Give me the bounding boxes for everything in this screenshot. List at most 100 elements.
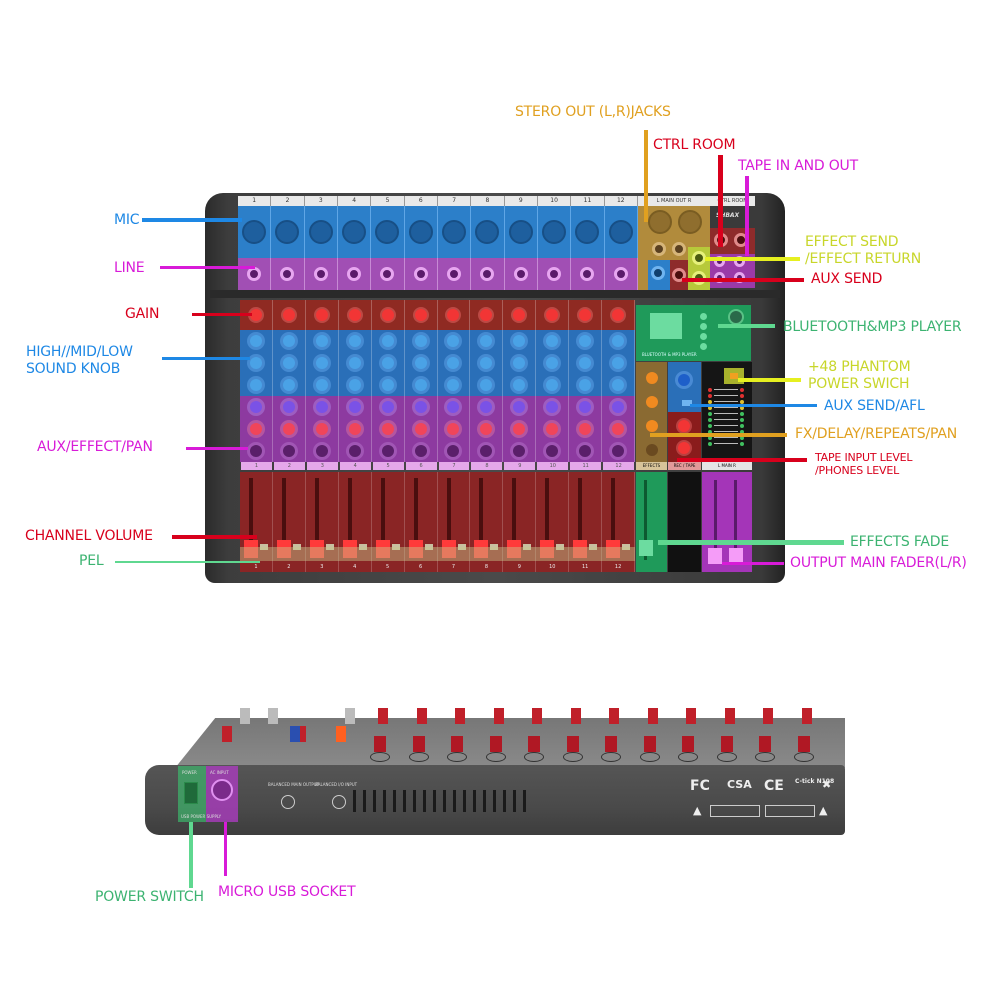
- fx-knob[interactable]: [480, 423, 493, 435]
- fx-knob[interactable]: [282, 423, 295, 435]
- pan-knob[interactable]: [282, 445, 295, 457]
- xlr-mic-input[interactable]: [475, 220, 500, 244]
- pfl-button[interactable]: [391, 544, 400, 550]
- high-eq-knob[interactable]: [315, 335, 328, 347]
- channel-fader-handle[interactable]: [408, 540, 423, 558]
- aux-knob[interactable]: [315, 401, 328, 413]
- low-eq-knob[interactable]: [480, 379, 493, 391]
- low-eq-knob[interactable]: [414, 379, 427, 391]
- pan-knob[interactable]: [480, 445, 493, 457]
- fx-knob[interactable]: [513, 423, 526, 435]
- fx-pan-knob[interactable]: [646, 444, 658, 456]
- mid-eq-knob[interactable]: [480, 357, 493, 369]
- fx-knob[interactable]: [348, 423, 361, 435]
- xlr-mic-input[interactable]: [508, 220, 533, 244]
- pfl-button[interactable]: [325, 544, 334, 550]
- gain-knob[interactable]: [447, 309, 460, 321]
- line-input-jack[interactable]: [413, 267, 428, 281]
- main-out-r-xlr[interactable]: [678, 210, 702, 234]
- fx-knob[interactable]: [546, 423, 559, 435]
- main-fader-l-handle[interactable]: [708, 548, 722, 564]
- pan-knob[interactable]: [348, 445, 361, 457]
- line-input-jack[interactable]: [613, 267, 628, 281]
- pfl-button[interactable]: [292, 544, 301, 550]
- effect-send-jack[interactable]: [692, 251, 706, 265]
- low-eq-knob[interactable]: [282, 379, 295, 391]
- aux-knob[interactable]: [348, 401, 361, 413]
- pan-knob[interactable]: [546, 445, 559, 457]
- channel-fader-handle[interactable]: [441, 540, 456, 558]
- aux-knob[interactable]: [546, 401, 559, 413]
- channel-fader-handle[interactable]: [375, 540, 390, 558]
- gain-knob[interactable]: [315, 309, 328, 321]
- channel-fader-handle[interactable]: [309, 540, 324, 558]
- line-input-jack[interactable]: [313, 267, 328, 281]
- low-eq-knob[interactable]: [315, 379, 328, 391]
- pfl-button[interactable]: [556, 544, 565, 550]
- xlr-mic-input[interactable]: [442, 220, 467, 244]
- mp3-prev-button[interactable]: [700, 323, 707, 330]
- high-eq-knob[interactable]: [414, 335, 427, 347]
- aux-knob[interactable]: [249, 401, 262, 413]
- stereo-out-l-jack[interactable]: [652, 242, 666, 256]
- fx-knob[interactable]: [249, 423, 262, 435]
- high-eq-knob[interactable]: [579, 335, 592, 347]
- xlr-mic-input[interactable]: [308, 220, 333, 244]
- pfl-button[interactable]: [358, 544, 367, 550]
- mid-eq-knob[interactable]: [282, 357, 295, 369]
- line-input-jack[interactable]: [480, 267, 495, 281]
- gain-knob[interactable]: [348, 309, 361, 321]
- fx-knob[interactable]: [447, 423, 460, 435]
- line-input-jack[interactable]: [280, 267, 295, 281]
- high-eq-knob[interactable]: [447, 335, 460, 347]
- pan-knob[interactable]: [249, 445, 262, 457]
- phantom-power-switch[interactable]: [730, 373, 738, 379]
- phones-jack[interactable]: [651, 266, 665, 280]
- high-eq-knob[interactable]: [249, 335, 262, 347]
- io-input-connector[interactable]: [332, 795, 346, 809]
- aux-knob[interactable]: [612, 401, 625, 413]
- fx-knob[interactable]: [414, 423, 427, 435]
- mid-eq-knob[interactable]: [513, 357, 526, 369]
- xlr-mic-input[interactable]: [542, 220, 567, 244]
- line-input-jack[interactable]: [580, 267, 595, 281]
- afl-button[interactable]: [682, 400, 692, 406]
- pfl-button[interactable]: [490, 544, 499, 550]
- mid-eq-knob[interactable]: [546, 357, 559, 369]
- pan-knob[interactable]: [579, 445, 592, 457]
- xlr-mic-input[interactable]: [375, 220, 400, 244]
- fx-knob[interactable]: [612, 423, 625, 435]
- gain-knob[interactable]: [612, 309, 625, 321]
- low-eq-knob[interactable]: [612, 379, 625, 391]
- pfl-button[interactable]: [622, 544, 631, 550]
- xlr-mic-input[interactable]: [242, 220, 267, 244]
- mid-eq-knob[interactable]: [249, 357, 262, 369]
- low-eq-knob[interactable]: [381, 379, 394, 391]
- mid-eq-knob[interactable]: [414, 357, 427, 369]
- line-input-jack[interactable]: [447, 267, 462, 281]
- stereo-out-r-jack[interactable]: [672, 242, 686, 256]
- mid-eq-knob[interactable]: [381, 357, 394, 369]
- fx-knob[interactable]: [315, 423, 328, 435]
- gain-knob[interactable]: [249, 309, 262, 321]
- gain-knob[interactable]: [282, 309, 295, 321]
- tape-input-knob[interactable]: [678, 420, 690, 432]
- mid-eq-knob[interactable]: [348, 357, 361, 369]
- aux-knob[interactable]: [579, 401, 592, 413]
- low-eq-knob[interactable]: [546, 379, 559, 391]
- pan-knob[interactable]: [513, 445, 526, 457]
- channel-fader-handle[interactable]: [244, 540, 258, 558]
- mid-eq-knob[interactable]: [579, 357, 592, 369]
- pan-knob[interactable]: [612, 445, 625, 457]
- gain-knob[interactable]: [546, 309, 559, 321]
- aux-knob[interactable]: [480, 401, 493, 413]
- fx-knob[interactable]: [646, 372, 658, 384]
- xlr-mic-input[interactable]: [608, 220, 633, 244]
- aux-knob[interactable]: [447, 401, 460, 413]
- channel-fader-handle[interactable]: [276, 540, 291, 558]
- low-eq-knob[interactable]: [513, 379, 526, 391]
- high-eq-knob[interactable]: [480, 335, 493, 347]
- mp3-mode-button[interactable]: [700, 313, 707, 320]
- pfl-button[interactable]: [260, 544, 268, 550]
- aux-knob[interactable]: [381, 401, 394, 413]
